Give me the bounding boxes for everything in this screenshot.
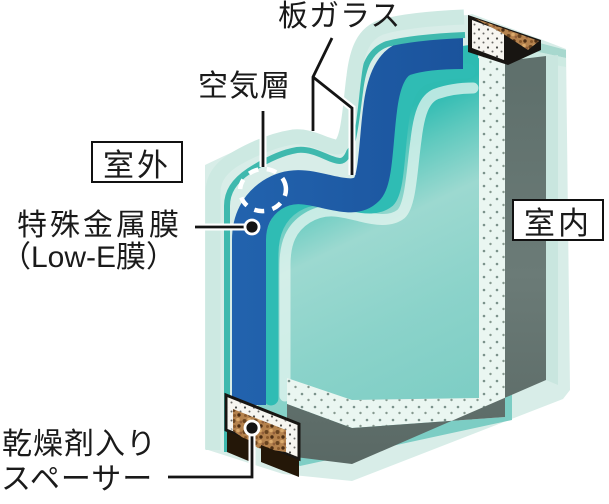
top-spacer-cross-section: [468, 15, 541, 65]
frame-band-gray: [287, 56, 546, 464]
label-low-e-film: （Low-E膜）: [1, 241, 177, 274]
inner-pane-surface: [258, 44, 512, 466]
inner-pane-highlight: [279, 82, 479, 402]
label-special-metal-film: 特殊金属膜: [17, 209, 182, 242]
label-plate-glass: 板ガラス: [278, 0, 402, 33]
sealant-block: [261, 445, 299, 477]
air-layer-dashed-circle: [237, 166, 289, 214]
bright-teal-band: [263, 63, 476, 406]
plate-glass-pointer-inner: [312, 75, 354, 175]
sealant-block: [227, 431, 251, 462]
glass-edge-mint: [205, 9, 465, 450]
label-desiccant-line1: 乾燥剤入り: [2, 428, 157, 461]
spacer-band-dots: [287, 55, 505, 428]
metal-film-pointer-dot: [243, 218, 261, 236]
spacer-pointer: [168, 433, 254, 479]
label-air-layer: 空気層: [198, 70, 291, 103]
label-desiccant-line2: スペーサー: [1, 463, 154, 496]
outdoor-badge: 室外: [91, 141, 183, 183]
callout-lines: [168, 37, 354, 479]
low-e-film-blue: [232, 35, 464, 405]
indoor-badge: 室内: [512, 199, 604, 241]
spacer-pointer-dot: [243, 419, 261, 437]
